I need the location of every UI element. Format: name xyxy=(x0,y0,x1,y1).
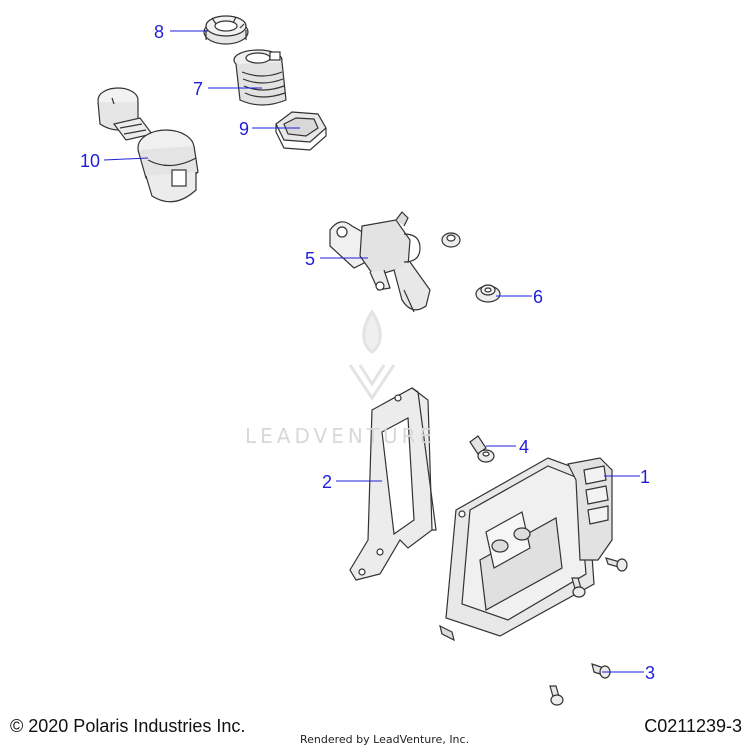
callout-2[interactable]: 2 xyxy=(322,472,333,492)
part-2-mounting-bracket xyxy=(349,387,437,581)
callout-1[interactable]: 1 xyxy=(640,467,651,487)
part-4-push-rivet xyxy=(469,435,495,463)
part-9-hex-nut xyxy=(275,111,327,151)
callout-10[interactable]: 10 xyxy=(80,151,101,171)
callout-4[interactable]: 4 xyxy=(519,437,530,457)
part-1-ecu-module xyxy=(439,457,613,642)
part-8-ring-nut xyxy=(203,15,249,45)
part-5-nut xyxy=(441,232,461,248)
leadventure-watermark-logo xyxy=(348,309,396,401)
callout-9[interactable]: 9 xyxy=(239,119,250,139)
ecu-bolt-1 xyxy=(605,557,628,572)
callout-6[interactable]: 6 xyxy=(533,287,544,307)
diagram-code: C0211239-3 xyxy=(644,716,742,736)
copyright-text: © 2020 Polaris Industries Inc. xyxy=(10,716,246,736)
part-3-bolt xyxy=(591,663,611,679)
rendered-by-text: Rendered by LeadVenture, Inc. xyxy=(300,733,470,746)
part-10-ignition-switch xyxy=(97,87,199,203)
leader-lines xyxy=(103,30,644,673)
part-7-threaded-bezel xyxy=(233,49,287,106)
callout-5[interactable]: 5 xyxy=(305,249,316,269)
callout-7[interactable]: 7 xyxy=(193,79,204,99)
watermark-text: LEADVENTURE xyxy=(245,424,437,448)
callout-8[interactable]: 8 xyxy=(154,22,165,42)
leader-line-10 xyxy=(103,157,149,161)
ecu-bolt-4 xyxy=(549,685,564,706)
part-5-switch-bracket xyxy=(329,211,431,313)
callout-3[interactable]: 3 xyxy=(645,663,656,683)
ecu-bolt-2 xyxy=(571,577,586,598)
part-6-flange-nut xyxy=(475,284,501,303)
